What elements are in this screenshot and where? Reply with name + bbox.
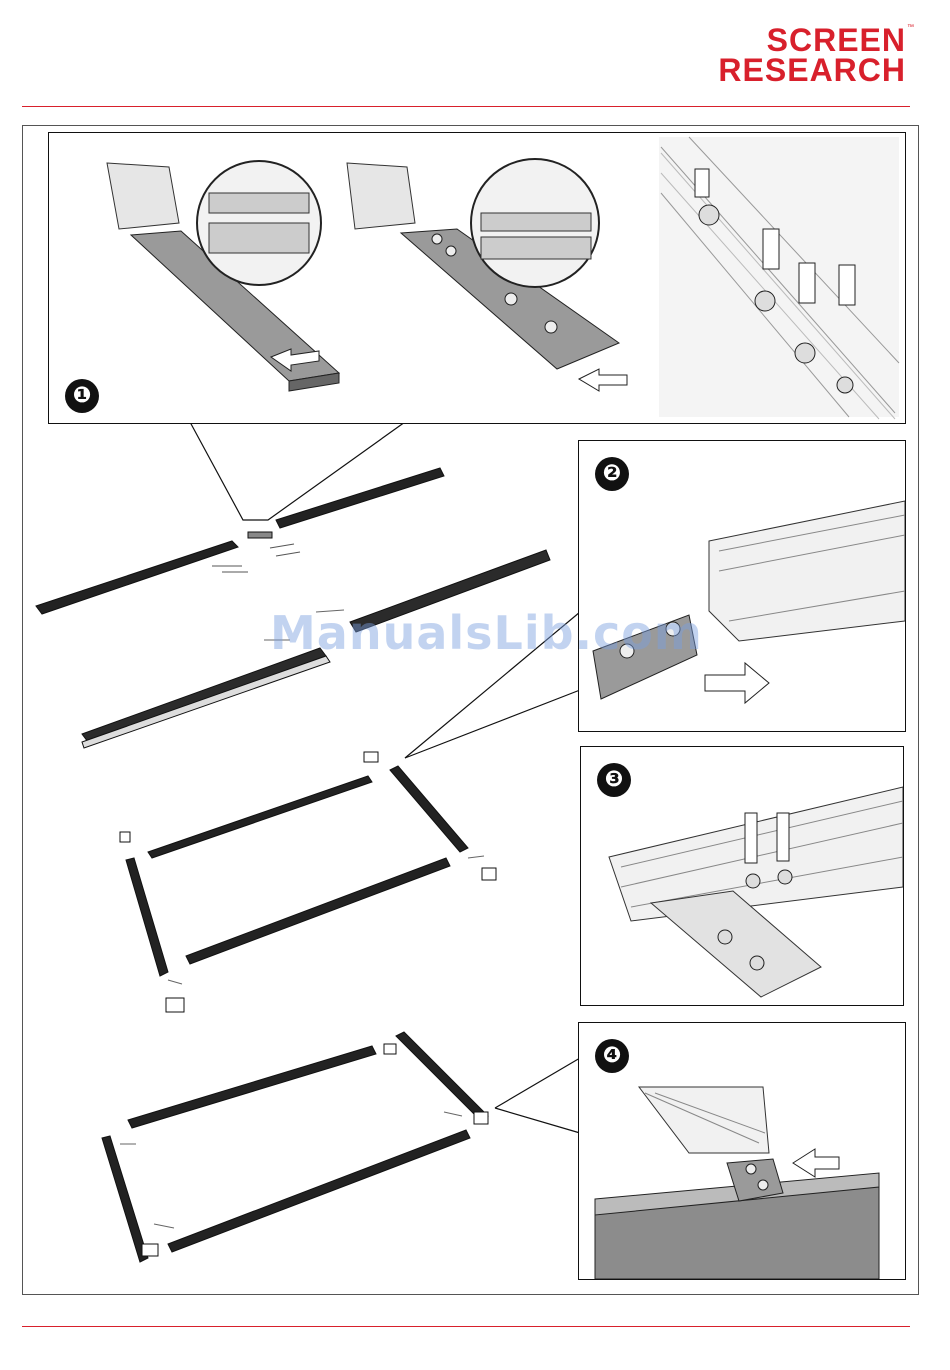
frame-assembly-1: [120, 752, 496, 1012]
watermark-text: ManualsLib.com: [270, 606, 703, 660]
step-2-badge: ❷: [595, 457, 629, 491]
step-3-badge: ❸: [597, 763, 631, 797]
step-1-drawing: [49, 133, 905, 423]
step-2-panel: ❷: [578, 440, 906, 732]
step-4-panel: ❹: [578, 1022, 906, 1280]
step-3-panel: ❸: [580, 746, 904, 1006]
rail-pair-a: [36, 468, 444, 614]
frame-assembly-2: [102, 1032, 488, 1262]
step-1-badge: ❶: [65, 379, 99, 413]
step-4-badge: ❹: [595, 1039, 629, 1073]
step-1-panel: ❶: [48, 132, 906, 424]
step-2-drawing: [579, 441, 905, 731]
